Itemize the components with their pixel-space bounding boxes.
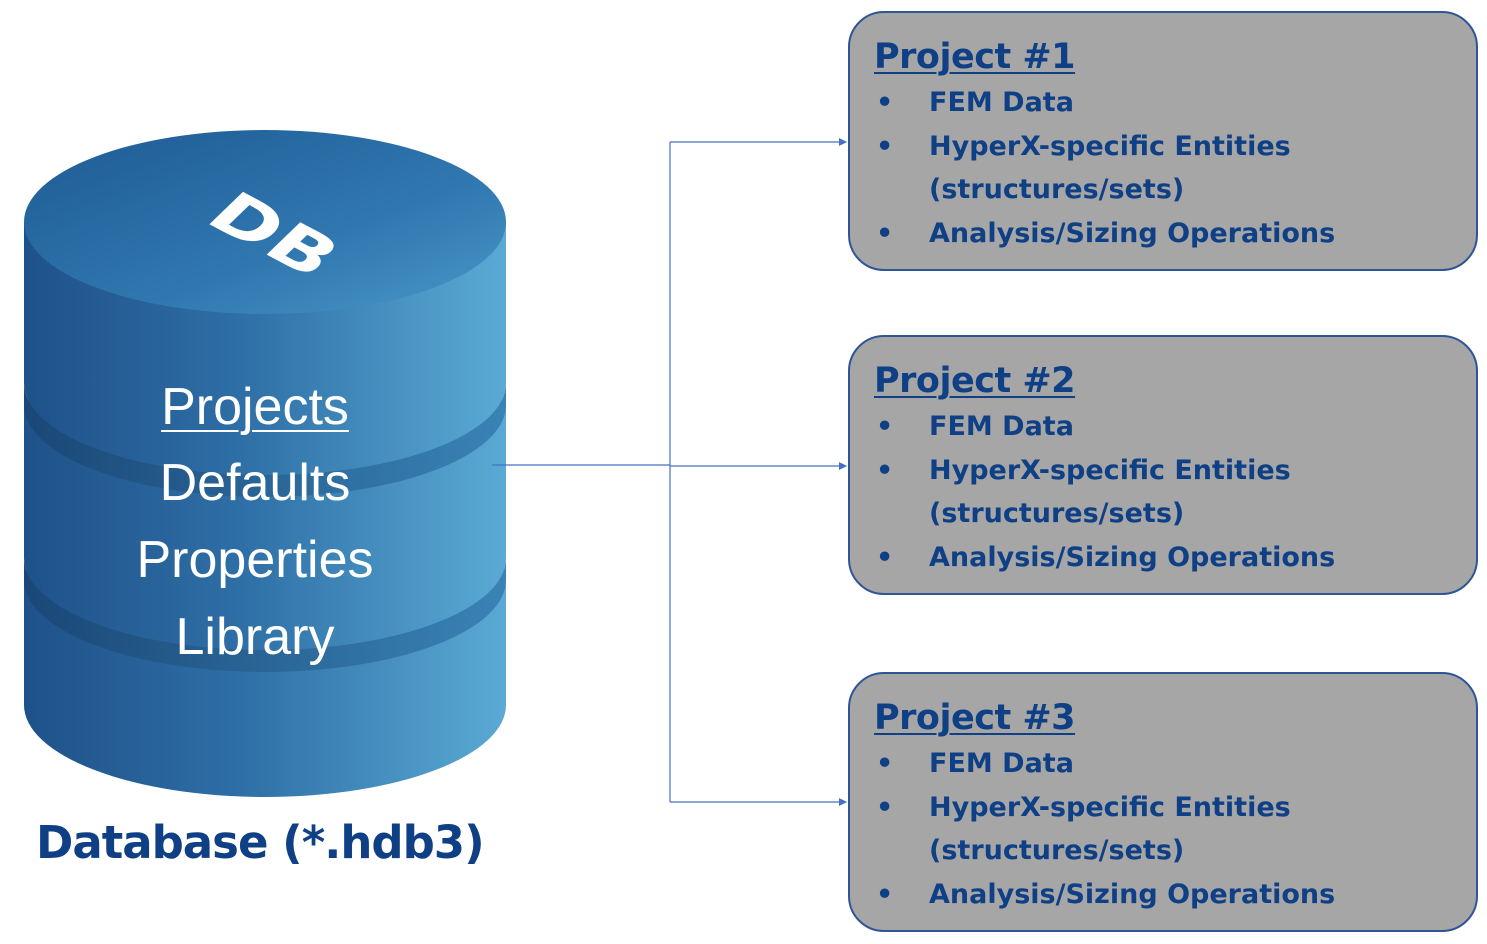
bullet-icon: • [876, 748, 894, 779]
project-items-1: • FEM Data • HyperX-specific Entities (s… [874, 81, 1476, 255]
database-cylinder-icon: DB [24, 130, 506, 797]
project-title-2: Project #2 [874, 361, 1076, 401]
item-text: HyperX-specific Entities [929, 130, 1291, 162]
bullet-icon: • [876, 454, 894, 486]
project-title-1: Project #1 [874, 37, 1076, 77]
bullet-icon: • [876, 130, 894, 162]
database-caption: Database (*.hdb3) [36, 816, 485, 869]
list-item: • FEM Data [874, 81, 1476, 125]
list-item: • HyperX-specific Entities [874, 449, 1476, 493]
item-text: FEM Data [929, 411, 1074, 442]
bullet-icon: • [876, 411, 894, 442]
bullet-icon: • [876, 541, 894, 573]
item-text: HyperX-specific Entities [929, 454, 1291, 486]
item-text: Analysis/Sizing Operations [929, 878, 1336, 910]
list-item-continuation: (structures/sets) [874, 168, 1476, 212]
db-item-library: Library [175, 608, 335, 666]
project-card-3: Project #3 • FEM Data • HyperX-specific … [848, 672, 1478, 932]
item-text: FEM Data [929, 87, 1074, 118]
list-item-continuation: (structures/sets) [874, 492, 1476, 536]
bullet-icon: • [876, 791, 894, 823]
list-item: • Analysis/Sizing Operations [874, 536, 1476, 580]
list-item: • Analysis/Sizing Operations [874, 212, 1476, 256]
list-item: • FEM Data [874, 742, 1476, 786]
list-item-continuation: (structures/sets) [874, 829, 1476, 873]
project-items-2: • FEM Data • HyperX-specific Entities (s… [874, 405, 1476, 579]
bullet-icon: • [876, 878, 894, 910]
project-card-2: Project #2 • FEM Data • HyperX-specific … [848, 335, 1478, 595]
bullet-icon: • [876, 87, 894, 118]
item-text: HyperX-specific Entities [929, 791, 1291, 823]
db-item-defaults: Defaults [159, 454, 351, 512]
project-card-1: Project #1 • FEM Data • HyperX-specific … [848, 11, 1478, 271]
project-items-3: • FEM Data • HyperX-specific Entities (s… [874, 742, 1476, 916]
item-text: FEM Data [929, 748, 1074, 779]
project-title-3: Project #3 [874, 698, 1076, 738]
item-text: Analysis/Sizing Operations [929, 217, 1336, 249]
list-item: • HyperX-specific Entities [874, 125, 1476, 169]
item-text: (structures/sets) [929, 174, 1185, 205]
list-item: • Analysis/Sizing Operations [874, 873, 1476, 917]
item-text: (structures/sets) [929, 498, 1185, 529]
bullet-icon: • [876, 217, 894, 249]
item-text: (structures/sets) [929, 835, 1185, 866]
db-item-properties: Properties [136, 531, 374, 589]
list-item: • FEM Data [874, 405, 1476, 449]
list-item: • HyperX-specific Entities [874, 786, 1476, 830]
db-item-projects: Projects [161, 378, 349, 436]
item-text: Analysis/Sizing Operations [929, 541, 1336, 573]
